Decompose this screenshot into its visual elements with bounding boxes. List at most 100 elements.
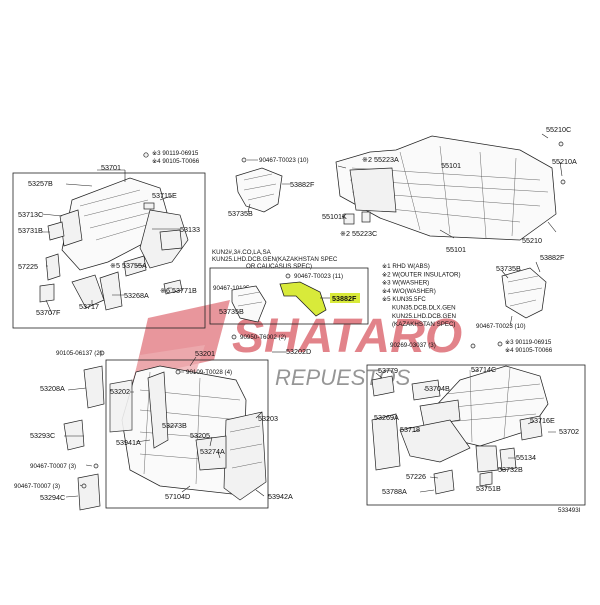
label-53701: 53701: [101, 163, 121, 172]
label-53294C: 53294C: [40, 493, 65, 502]
label-53704B: 53704B: [425, 384, 450, 393]
group-apron-right: 90269-03037 (3) ※3 90119-06915 ※4 90105-…: [366, 339, 586, 506]
splash-shield-upper: [235, 167, 283, 213]
label-57225: 57225: [18, 262, 38, 271]
label-53715E: 53715E: [152, 191, 177, 200]
label-53714C: 53714C: [471, 365, 496, 374]
label-53771B: ※6 53771B: [160, 286, 197, 295]
highlight-label-bg: [330, 293, 360, 303]
label-53735B-a: 53735B: [228, 209, 253, 218]
label-53882F-c: 53882F: [540, 253, 565, 262]
watermark-brand: SHATARO: [232, 310, 462, 363]
legend-line: ※2 W(OUTER INSULATOR): [382, 271, 461, 278]
legend-line: ※4 W/O(WASHER): [382, 288, 436, 295]
note-k3: OR CAUCASUS SPEC): [246, 263, 312, 270]
label-55101b: 55101: [446, 245, 466, 254]
label-55134: 55134: [516, 453, 536, 462]
label-53882F-highlight: 53882F: [332, 294, 357, 303]
label-screw-3: ※3 90119-06915: [505, 339, 552, 346]
label-53779: 53779: [378, 366, 398, 375]
label-53203: 53203: [258, 414, 278, 423]
label-55210A: 55210A: [552, 157, 577, 166]
label-53735B-c: 53735B: [496, 264, 521, 273]
label-90467-e: 90467-T0007 (3): [30, 463, 76, 470]
label-53941A: 53941A: [116, 438, 141, 447]
label-90467-f: 90467-T0007 (3): [14, 483, 60, 490]
label-90269: 90269-03037 (3): [390, 342, 436, 349]
label-55223A: ※2 55223A: [362, 155, 399, 164]
label-55101: 55101: [441, 161, 461, 170]
label-53202: 53202: [110, 387, 130, 396]
label-53732B: 53732B: [498, 465, 523, 474]
label-screw-4: ※4 90105-T0066: [505, 347, 553, 354]
radiator-support-side: [223, 411, 267, 501]
label-53707F: 53707F: [36, 308, 61, 317]
label-53268A: 53268A: [124, 291, 149, 300]
label-53882F-a: 53882F: [290, 180, 315, 189]
label-57104D: 57104D: [165, 492, 190, 501]
highlighted-part-53882F[interactable]: [279, 281, 327, 317]
group-spec-box: KUN2#,3#.CO,LA,SA KUN25.LHD.DCB.GEN(KAZA…: [209, 249, 369, 356]
apron-right-frame: [366, 364, 586, 506]
group-dash-panel: ※2 55223A 55101 55101K ※2 55223C 55210C …: [322, 125, 577, 254]
apron-left-frame: [12, 172, 206, 329]
label-90105: 90105-06137 (2): [56, 350, 102, 357]
label-90467-d: 90467-T0023 (10): [476, 323, 526, 330]
legend-line: KUN25.LHD.DCB.GEN: [392, 313, 456, 320]
legend-line: ※1 RHD W(ABS): [382, 263, 430, 270]
label-53716E: 53716E: [530, 416, 555, 425]
label-53717: 53717: [79, 302, 99, 311]
radiator-support-frame: [105, 359, 269, 509]
label-53942A: 53942A: [268, 492, 293, 501]
group-radiator-support: 53201 90109-T0028 (4) 90105-06137 (2) 53…: [14, 349, 293, 511]
label-53293C: 53293C: [30, 431, 55, 440]
label-90109: 90109-T0028 (4): [186, 369, 232, 376]
label-53731B: 53731B: [18, 226, 43, 235]
label-53735B-b: 53735B: [219, 307, 244, 316]
note-k2: KUN25.LHD.DCB.GEN(KAZAKHSTAN SPEC: [212, 256, 338, 263]
label-53269A: 53269A: [374, 413, 399, 422]
group-splash-shield-upper: 90467-T0023 (10) 53882F 53735B: [228, 157, 315, 218]
label-53718: 53718: [400, 425, 420, 434]
legend-line: ※3 W(WASHER): [382, 280, 429, 287]
label-53702: 53702: [559, 427, 579, 436]
legend-line: KUN35.DCB.DLX.GEN: [392, 305, 456, 312]
label-55101K: 55101K: [322, 212, 347, 221]
group-splash-shield-right: 53735B 53882F 90467-T0023 (10): [476, 253, 565, 330]
label-55223C: ※2 55223C: [340, 229, 377, 238]
label-53751B: 53751B: [476, 484, 501, 493]
label-53257B: 53257B: [28, 179, 53, 188]
label-screw-2: ※4 90105-T0066: [152, 158, 200, 165]
label-90467-c: 90467-10135: [213, 285, 250, 292]
label-53788A: 53788A: [382, 487, 407, 496]
label-53273B: 53273B: [162, 421, 187, 430]
group-apron-left: 53701 53257B 53713C 53731B 57225 53707F …: [12, 150, 206, 329]
label-90950: 90950-T6002 (2): [240, 334, 286, 341]
label-53201: 53201: [195, 349, 215, 358]
label-55210C: 55210C: [546, 125, 571, 134]
label-53755A: ※5 53755A: [110, 261, 147, 270]
label-53133: 53133: [180, 225, 200, 234]
watermark: SHATARO REPUESTOS: [132, 300, 462, 390]
label-57226: 57226: [406, 472, 426, 481]
label-55210: 55210: [522, 236, 542, 245]
label-53274A: 53274A: [200, 447, 225, 456]
label-53205: 53205: [190, 431, 210, 440]
diagram-code: 533493I: [558, 507, 581, 514]
splash-shield-right: [501, 267, 547, 319]
note-k1: KUN2#,3#.CO,LA,SA: [212, 249, 272, 256]
label-90467-a: 90467-T0023 (10): [259, 157, 309, 164]
label-screw-1: ※3 90119-06915: [152, 150, 199, 157]
label-90467-b: 90467-T0023 (11): [294, 273, 343, 280]
label-53202D: 53202D: [286, 347, 311, 356]
watermark-logo-shape: [134, 300, 230, 378]
legend-line: ※5 KUN35.5FC: [382, 296, 426, 303]
legend: ※1 RHD W(ABS)※2 W(OUTER INSULATOR) ※3 W(W…: [382, 263, 461, 328]
legend-line: (KAZAKHSTAN SPEC): [392, 321, 456, 328]
label-53208A: 53208A: [40, 384, 65, 393]
label-53713C: 53713C: [18, 210, 43, 219]
dash-panel: [335, 135, 557, 241]
spec-box-frame: [209, 267, 369, 325]
